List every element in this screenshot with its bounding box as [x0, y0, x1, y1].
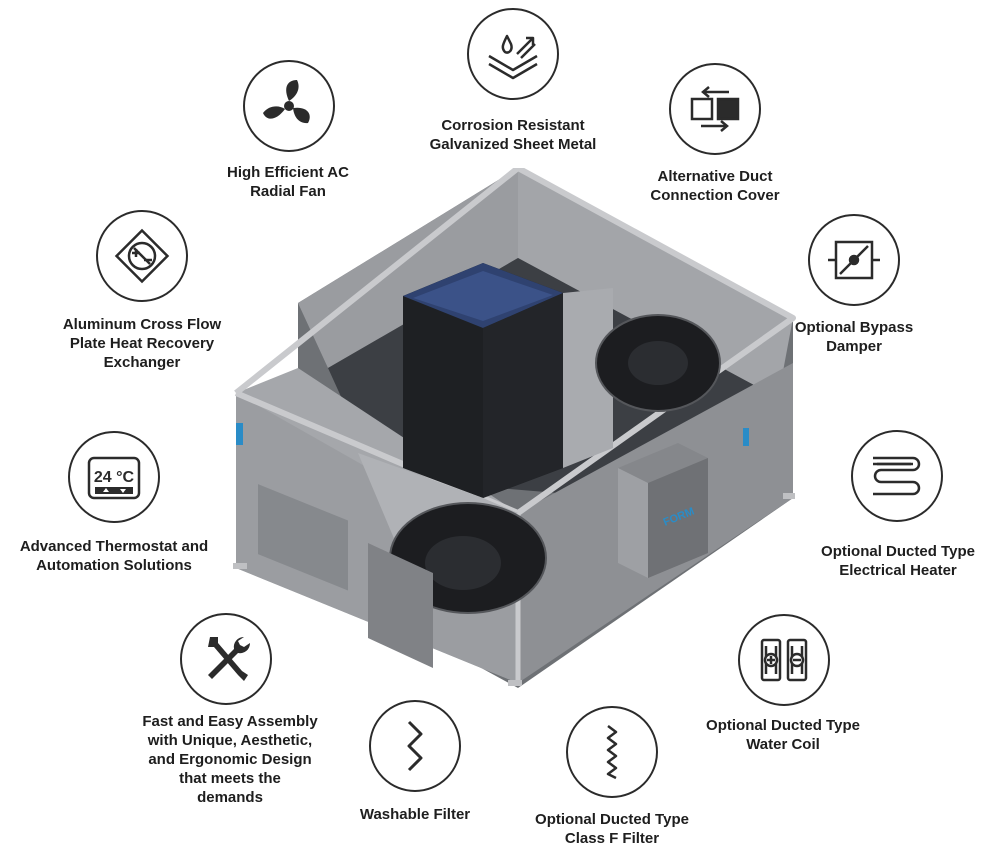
- label-line: Water Coil: [746, 736, 820, 753]
- feature-washable-filter-label: Washable Filter: [340, 805, 490, 824]
- label-line: Electrical Heater: [839, 562, 957, 579]
- label-line: Class F Filter: [564, 830, 660, 847]
- feature-radial-fan-label: High Efficient AC Radial Fan: [213, 163, 363, 201]
- feature-bypass-damper-label: Optional Bypass Damper: [779, 318, 929, 356]
- duct-connection-icon-glyph: [690, 86, 740, 132]
- label-line: Corrosion Resistant: [441, 117, 585, 134]
- thermostat-display: 24 °C: [94, 469, 135, 486]
- washable-filter-icon: [369, 700, 461, 792]
- label-line: Radial Fan: [250, 183, 326, 200]
- feature-thermostat: 24 °C: [68, 431, 160, 523]
- water-coil-icon-glyph: [760, 638, 808, 682]
- class-f-filter-icon: [566, 706, 658, 798]
- feature-radial-fan: [243, 60, 335, 152]
- class-f-filter-icon-glyph: [606, 725, 618, 780]
- heat-exchanger-icon: [96, 210, 188, 302]
- label-line: High Efficient AC: [227, 164, 349, 181]
- heat-exchanger-icon-glyph: [114, 228, 170, 284]
- label-line: Advanced Thermostat and: [19, 538, 209, 555]
- feature-sheet-metal-label: Corrosion Resistant Galvanized Sheet Met…: [408, 116, 618, 154]
- feature-thermostat-label: Advanced Thermostat and Automation Solut…: [3, 537, 225, 575]
- label-line: Connection Cover: [650, 187, 780, 204]
- electrical-heater-icon: [851, 430, 943, 522]
- feature-heat-exchanger-label: Aluminum Cross Flow Plate Heat Recovery …: [52, 315, 232, 372]
- label-line: Optional Ducted Type: [706, 717, 860, 734]
- fan-icon: [243, 60, 335, 152]
- thermostat-icon-glyph: 24 °C: [87, 456, 141, 500]
- sheet-metal-icon-glyph: [488, 34, 538, 80]
- label-line: Plate Heat Recovery: [69, 335, 215, 352]
- bypass-damper-icon: [808, 214, 900, 306]
- label-line: Optional Ducted Type: [535, 811, 689, 828]
- electrical-heater-icon-glyph: [873, 456, 921, 496]
- label-line: Washable Filter: [359, 806, 471, 823]
- label-line: Damper: [826, 338, 882, 355]
- sheet-metal-icon: [467, 8, 559, 100]
- label-line: Galvanized Sheet Metal: [429, 136, 597, 153]
- label-line: and Ergonomic Design: [148, 751, 312, 768]
- feature-class-f-filter-label: Optional Ducted Type Class F Filter: [517, 810, 707, 848]
- label-line: Aluminum Cross Flow: [62, 316, 222, 333]
- tools-icon: [180, 613, 272, 705]
- feature-assembly: [180, 613, 272, 705]
- label-line: Automation Solutions: [36, 557, 192, 574]
- feature-assembly-label: Fast and Easy Assembly with Unique, Aest…: [125, 712, 335, 807]
- duct-connection-icon: [669, 63, 761, 155]
- feature-bypass-damper: [808, 214, 900, 306]
- thermostat-icon: 24 °C: [68, 431, 160, 523]
- fan-icon-glyph: [263, 80, 310, 124]
- feature-washable-filter: [369, 700, 461, 792]
- label-line: demands: [197, 789, 263, 806]
- feature-electrical-heater-label: Optional Ducted Type Electrical Heater: [808, 542, 988, 580]
- feature-electrical-heater: [851, 430, 943, 522]
- washable-filter-icon-glyph: [407, 720, 423, 772]
- water-coil-icon: [738, 614, 830, 706]
- feature-water-coil: [738, 614, 830, 706]
- heat-recovery-unit-illustration: FORM: [233, 168, 796, 688]
- label-line: that meets the: [179, 770, 281, 787]
- feature-water-coil-label: Optional Ducted Type Water Coil: [693, 716, 873, 754]
- feature-duct-connection-label: Alternative Duct Connection Cover: [640, 167, 790, 205]
- feature-sheet-metal: [467, 8, 559, 100]
- label-line: Optional Bypass: [794, 319, 914, 336]
- label-line: Fast and Easy Assembly: [142, 713, 318, 730]
- bypass-damper-icon-glyph: [828, 240, 880, 280]
- feature-duct-connection: [669, 63, 761, 155]
- label-line: Alternative Duct: [657, 168, 773, 185]
- feature-heat-exchanger: [96, 210, 188, 302]
- label-line: with Unique, Aesthetic,: [147, 732, 313, 749]
- label-line: Optional Ducted Type: [821, 543, 975, 560]
- feature-class-f-filter: [566, 706, 658, 798]
- label-line: Exchanger: [103, 354, 181, 371]
- tools-icon-glyph: [208, 636, 251, 681]
